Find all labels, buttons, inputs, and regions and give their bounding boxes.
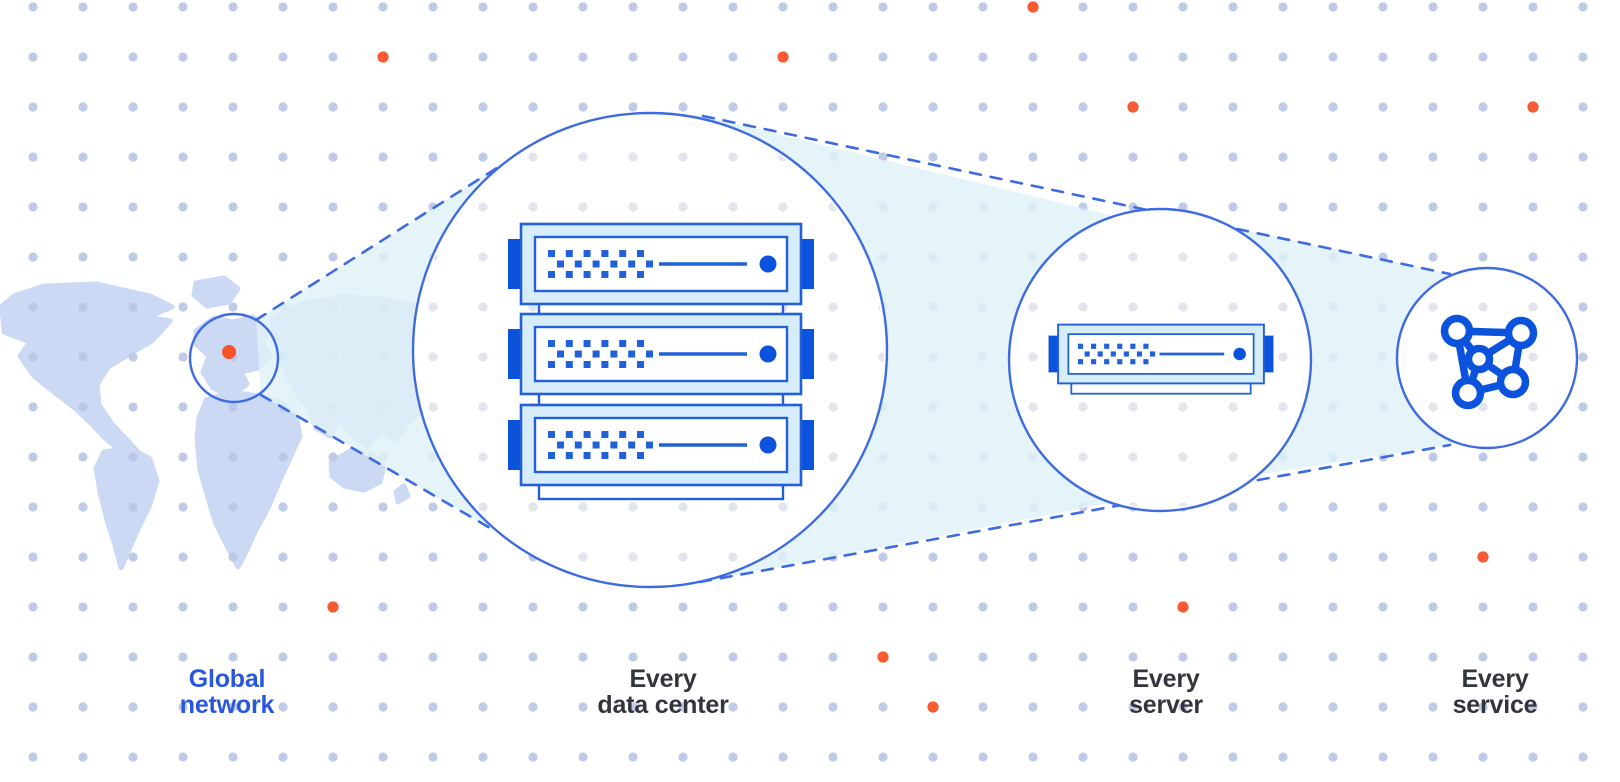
server-icon (508, 222, 814, 320)
server-led (759, 436, 777, 454)
label-line: data center (597, 691, 729, 719)
server-ear-right (1262, 335, 1274, 373)
server-ear-left (508, 239, 523, 289)
label-every-data-center: Every data center (503, 666, 823, 718)
label-every-server: Every server (1006, 666, 1326, 718)
label-every-service: Every service (1335, 666, 1620, 718)
map-highlight-circle (188, 312, 280, 404)
server-ear-right (799, 420, 814, 470)
server-rack-icon (508, 222, 814, 501)
label-line: Every (629, 665, 697, 693)
label-global-network: Global network (67, 666, 387, 718)
label-line: network (179, 691, 275, 719)
beam-dashed-lines (254, 114, 1452, 584)
server-icon (508, 403, 814, 501)
server-ear-left (508, 329, 523, 379)
label-line: Global (188, 665, 266, 693)
label-line: service (1452, 691, 1538, 719)
network-graph-icon (1440, 314, 1538, 410)
server-ear-right (799, 329, 814, 379)
location-dot (222, 345, 236, 359)
server-ear-left (508, 420, 523, 470)
server-ear-left (1048, 335, 1060, 373)
label-line: server (1129, 691, 1203, 719)
server-ear-right (799, 239, 814, 289)
server-icon (508, 312, 814, 410)
server-led (759, 345, 777, 363)
server-led (1233, 347, 1246, 361)
server-icon (1048, 323, 1274, 395)
server-led (759, 255, 777, 273)
label-line: Every (1461, 665, 1529, 693)
label-line: Every (1132, 665, 1200, 693)
